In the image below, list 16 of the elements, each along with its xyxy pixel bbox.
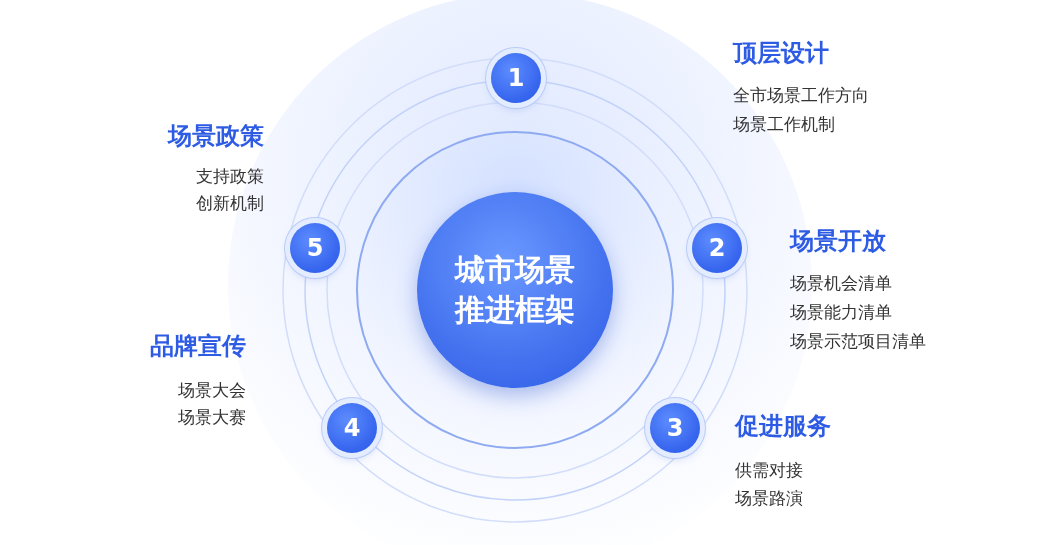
- item-text: 供需对接: [735, 459, 803, 481]
- item-text: 场景大赛: [178, 406, 246, 428]
- item-text: 场景示范项目清单: [790, 330, 926, 352]
- section-heading: 场景政策: [168, 121, 264, 151]
- section-heading: 场景开放: [790, 226, 886, 256]
- section-heading: 促进服务: [735, 411, 831, 441]
- section-heading: 顶层设计: [733, 38, 829, 68]
- section-heading: 品牌宣传: [150, 331, 246, 361]
- item-text: 场景工作机制: [733, 113, 835, 135]
- item-text: 场景机会清单: [790, 272, 892, 294]
- item-text: 场景大会: [178, 379, 246, 401]
- item-text: 创新机制: [196, 192, 264, 214]
- item-text: 全市场景工作方向: [733, 84, 869, 106]
- item-text: 场景路演: [735, 487, 803, 509]
- item-text: 支持政策: [196, 165, 264, 187]
- item-text: 场景能力清单: [790, 301, 892, 323]
